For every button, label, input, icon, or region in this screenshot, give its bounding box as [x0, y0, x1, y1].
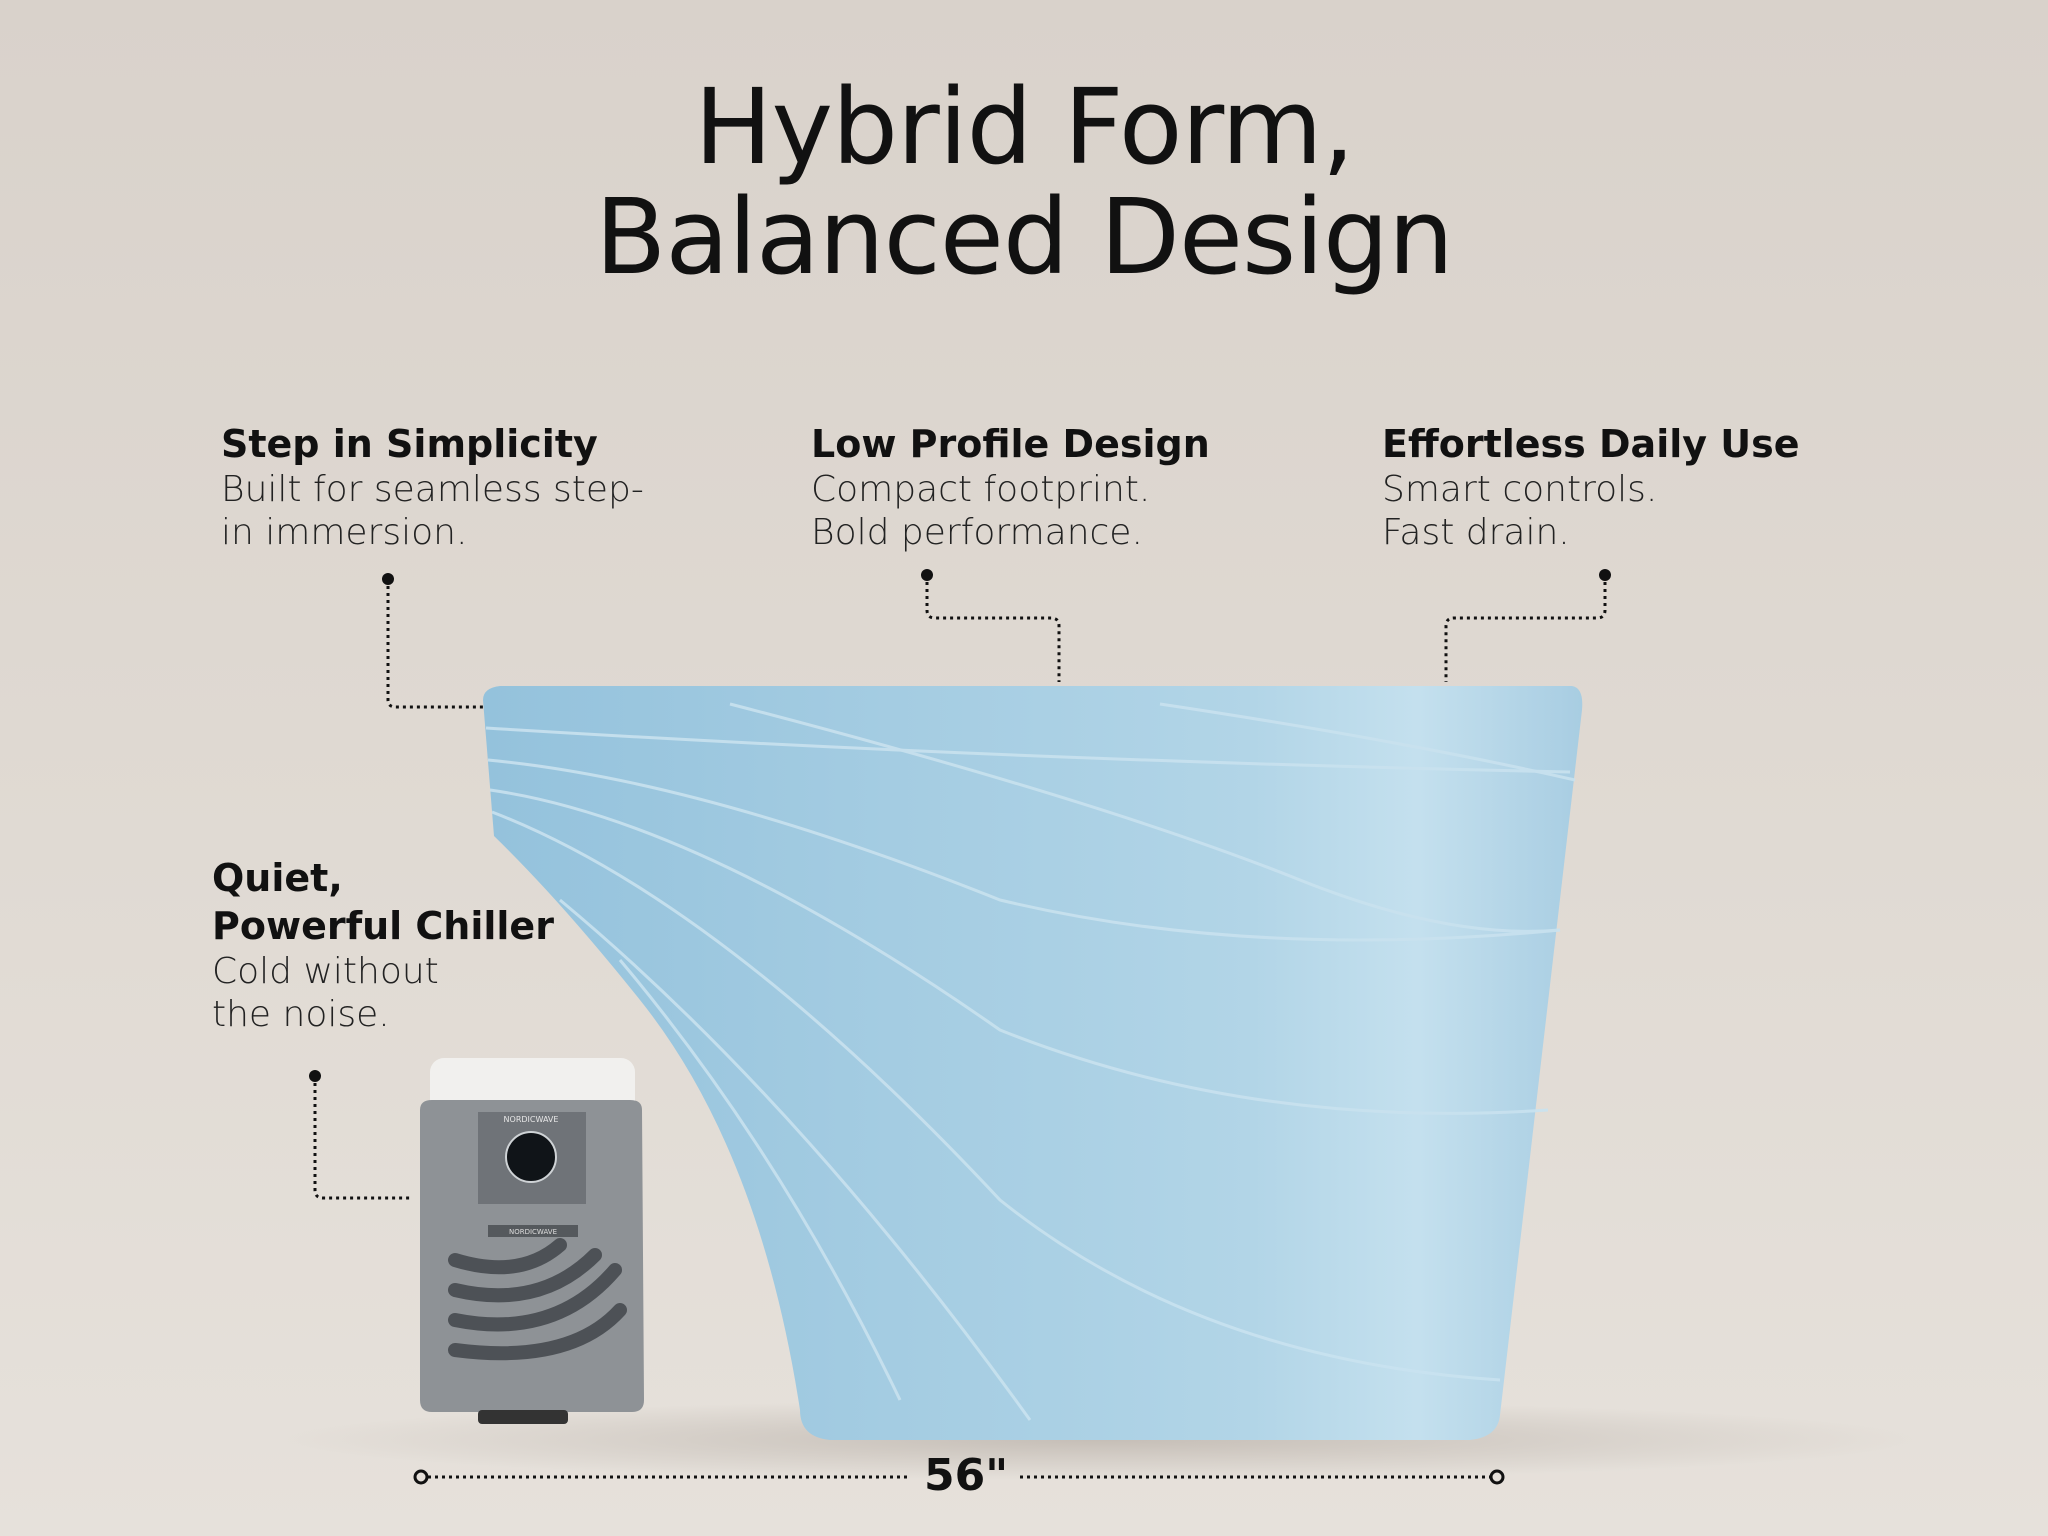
- title-line-1: Hybrid Form,: [694, 66, 1355, 188]
- tub: [483, 686, 1583, 1440]
- brand-label: NORDICWAVE: [504, 1115, 559, 1124]
- leader-lines: [313, 575, 1607, 1479]
- callout-heading: Low Profile Design: [811, 422, 1210, 466]
- callout-body: the noise.: [212, 994, 390, 1035]
- callout-body: Cold without: [212, 951, 439, 992]
- callout-body: in immersion.: [221, 512, 468, 553]
- callout-chiller: Quiet, Powerful Chiller Cold without the…: [212, 854, 554, 1036]
- brand-plate: NORDICWAVE: [509, 1228, 557, 1236]
- callout-heading: Quiet,: [212, 856, 343, 900]
- callout-body: Built for seamless step-: [221, 469, 644, 510]
- callout-step-in: Step in Simplicity Built for seamless st…: [221, 420, 644, 554]
- callout-heading: Step in Simplicity: [221, 422, 598, 466]
- dimension-start: [413, 1469, 429, 1485]
- callout-heading: Effortless Daily Use: [1382, 422, 1800, 466]
- chiller: NORDICWAVE NORDICWAVE: [420, 1058, 644, 1424]
- title-line-2: Balanced Design: [595, 176, 1454, 298]
- callout-body: Bold performance.: [811, 512, 1143, 553]
- dimension-end: [1489, 1469, 1505, 1485]
- callout-body: Smart controls.: [1382, 469, 1658, 510]
- callout-low-profile: Low Profile Design Compact footprint. Bo…: [811, 420, 1210, 554]
- callout-body: Fast drain.: [1382, 512, 1570, 553]
- callout-body: Compact footprint.: [811, 469, 1151, 510]
- callout-daily-use: Effortless Daily Use Smart controls. Fas…: [1382, 420, 1800, 554]
- callout-heading: Powerful Chiller: [212, 904, 554, 948]
- dimension-label: 56": [924, 1450, 1009, 1501]
- leader-dots: [309, 569, 1611, 1082]
- page-title: Hybrid Form, Balanced Design: [0, 72, 2048, 292]
